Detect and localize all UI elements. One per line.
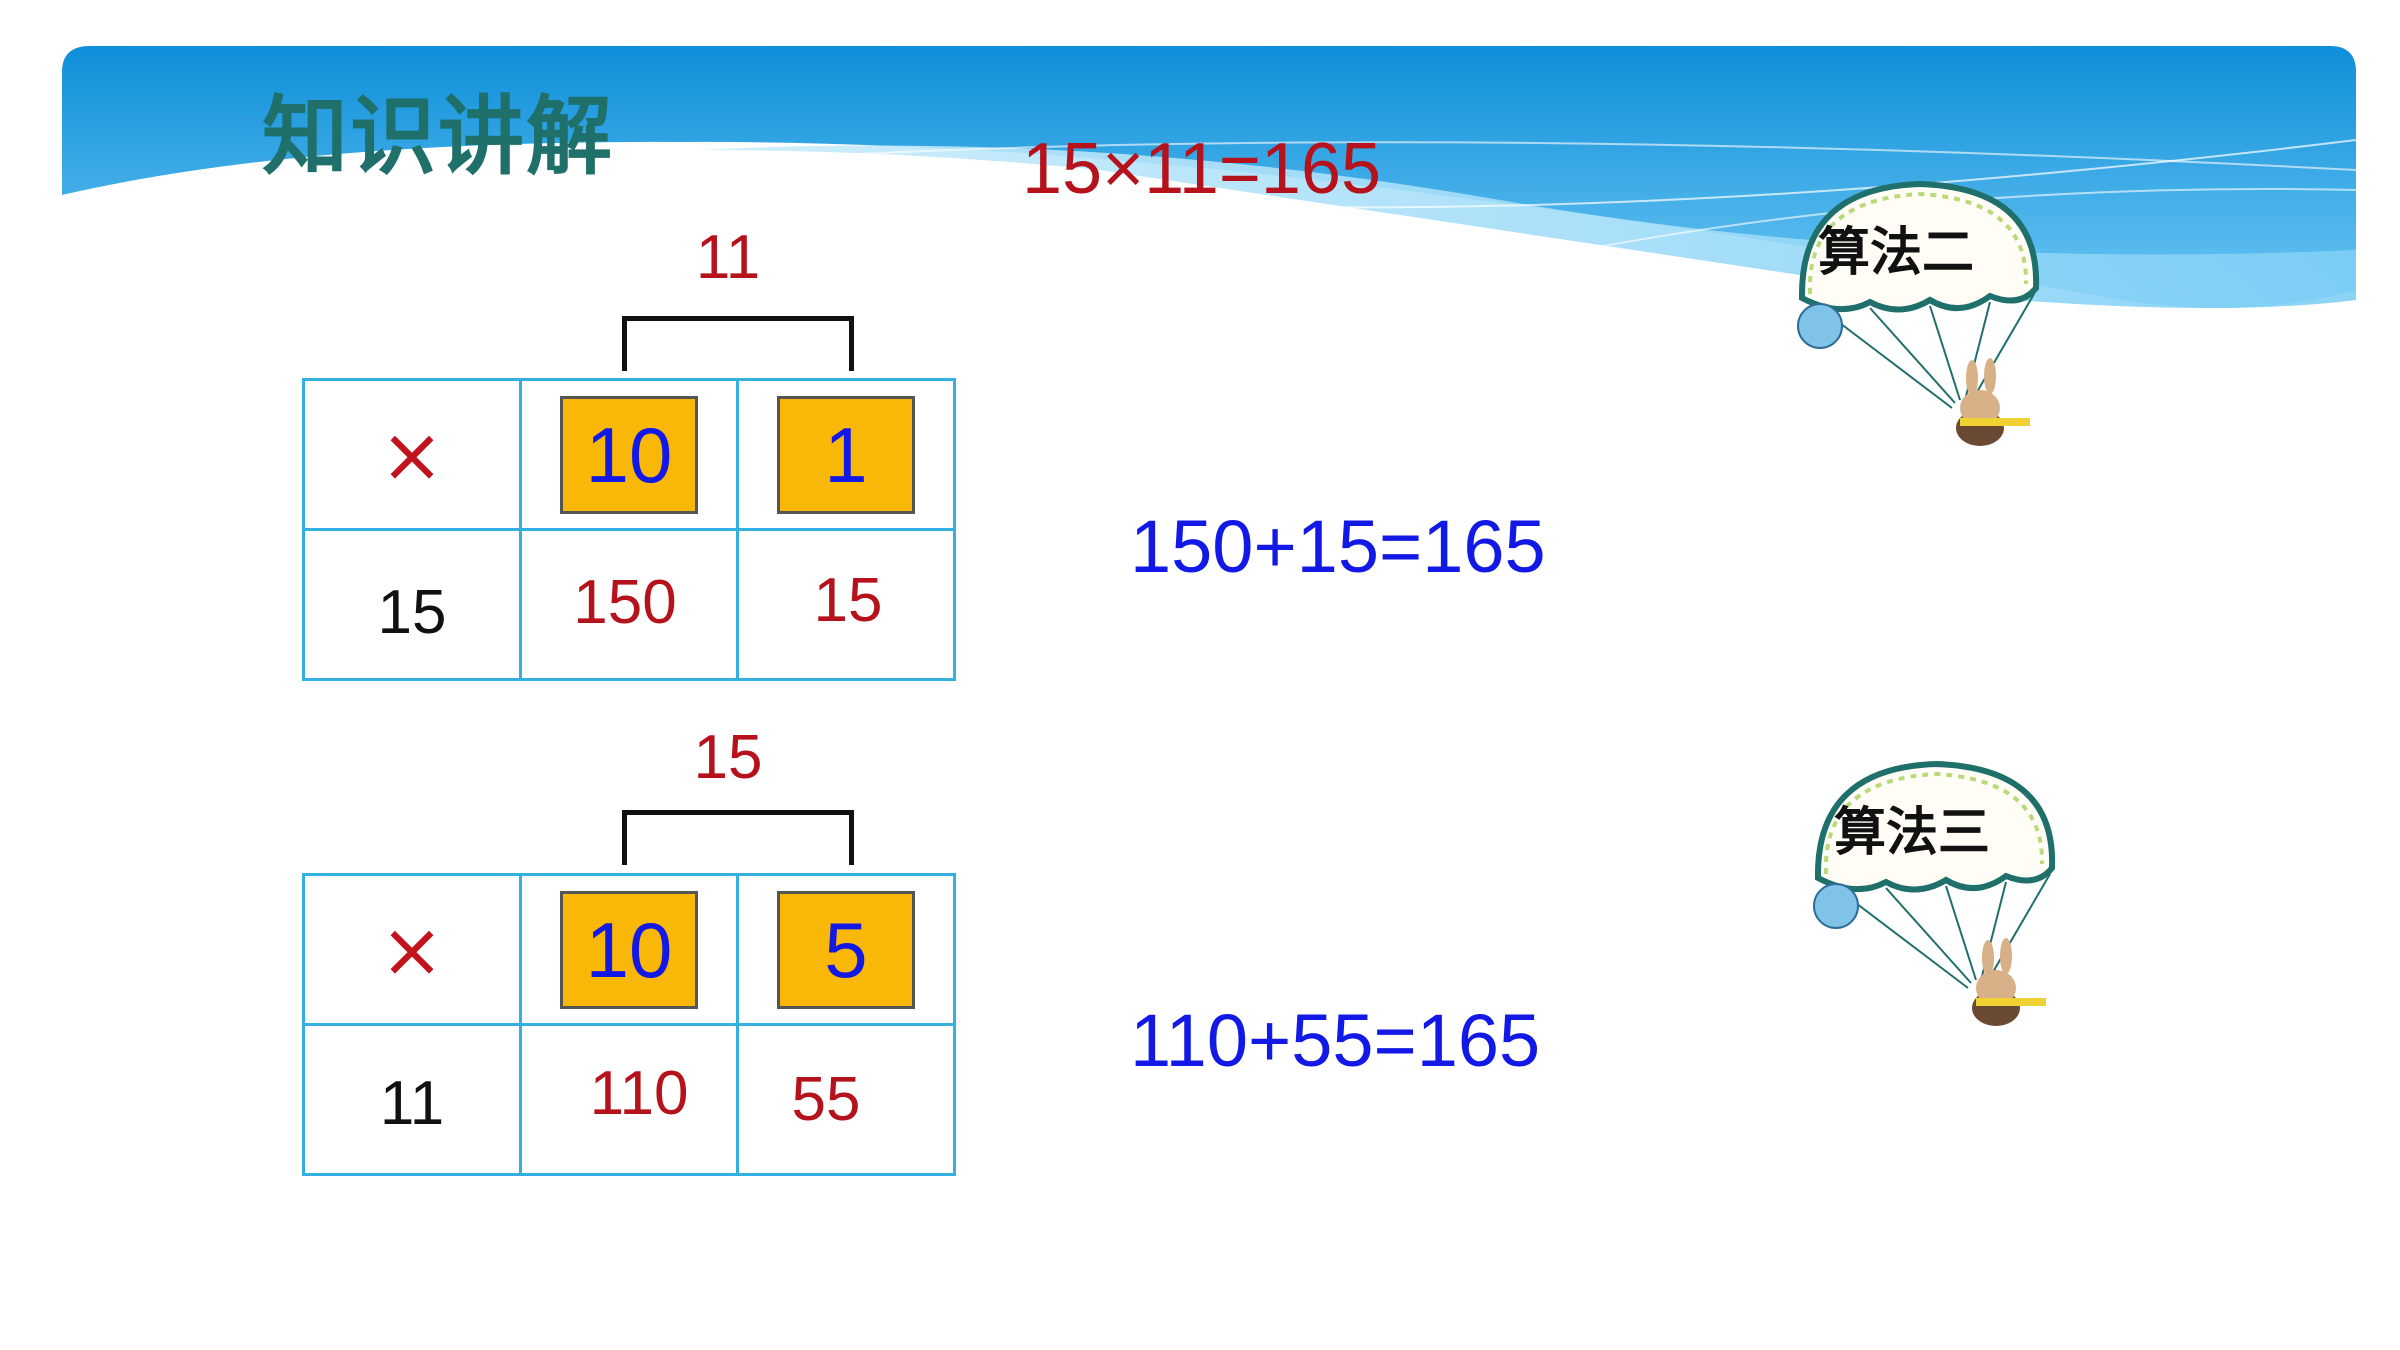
method3-part-box: 5 [777,890,915,1009]
method2-product: 150 [573,568,677,637]
cloud-icon [1797,303,1843,349]
method3-grid: × 10 5 11 110 55 [302,873,956,1176]
method3-factor-cell: 11 [302,1023,522,1176]
method2-factor: 15 [377,578,447,647]
method3-product: 55 [791,1065,861,1134]
main-equation: 15×11=165 [1022,129,1382,209]
page-title: 知识讲解 [262,87,614,187]
times-sign: × [380,905,444,994]
method3-sum: 110+55=165 [1130,999,1541,1082]
times-sign: × [380,410,444,499]
method2-grid: × 10 1 15 150 15 [302,378,956,681]
bunny-icon [1972,938,2046,1026]
method3-badge: 算法三 [1813,760,2056,1026]
method3-part-cell: 5 [736,873,956,1026]
method3-bracket [622,810,854,865]
method3-product: 110 [589,1059,689,1128]
method2-badge: 算法二 [1797,180,2040,446]
method3-product-cell: 110 [519,1023,739,1176]
method2-operator-cell: × [302,378,522,531]
method2-part-cell: 10 [519,378,739,531]
method3-product-cell: 55 [736,1023,956,1176]
method2-badge-label: 算法二 [1818,222,1974,283]
method3-top-label: 15 [693,723,763,792]
method3-badge-label: 算法三 [1834,802,1990,863]
bunny-icon [1956,358,2030,446]
method3-part-box: 10 [560,890,698,1009]
method2-product-cell: 150 [519,528,739,681]
method2-product: 15 [813,566,883,635]
method3-part-cell: 10 [519,873,739,1026]
method3-operator-cell: × [302,873,522,1026]
method2-factor-cell: 15 [302,528,522,681]
method2-product-cell: 15 [736,528,956,681]
method3-factor: 11 [379,1069,445,1138]
method2-part-box: 1 [777,395,915,514]
method2-top-label: 11 [695,223,761,292]
method2-bracket [622,316,854,371]
cloud-icon [1813,883,1859,929]
method2-part-cell: 1 [736,378,956,531]
method2-sum: 150+15=165 [1130,505,1546,588]
method2-part-box: 10 [560,395,698,514]
